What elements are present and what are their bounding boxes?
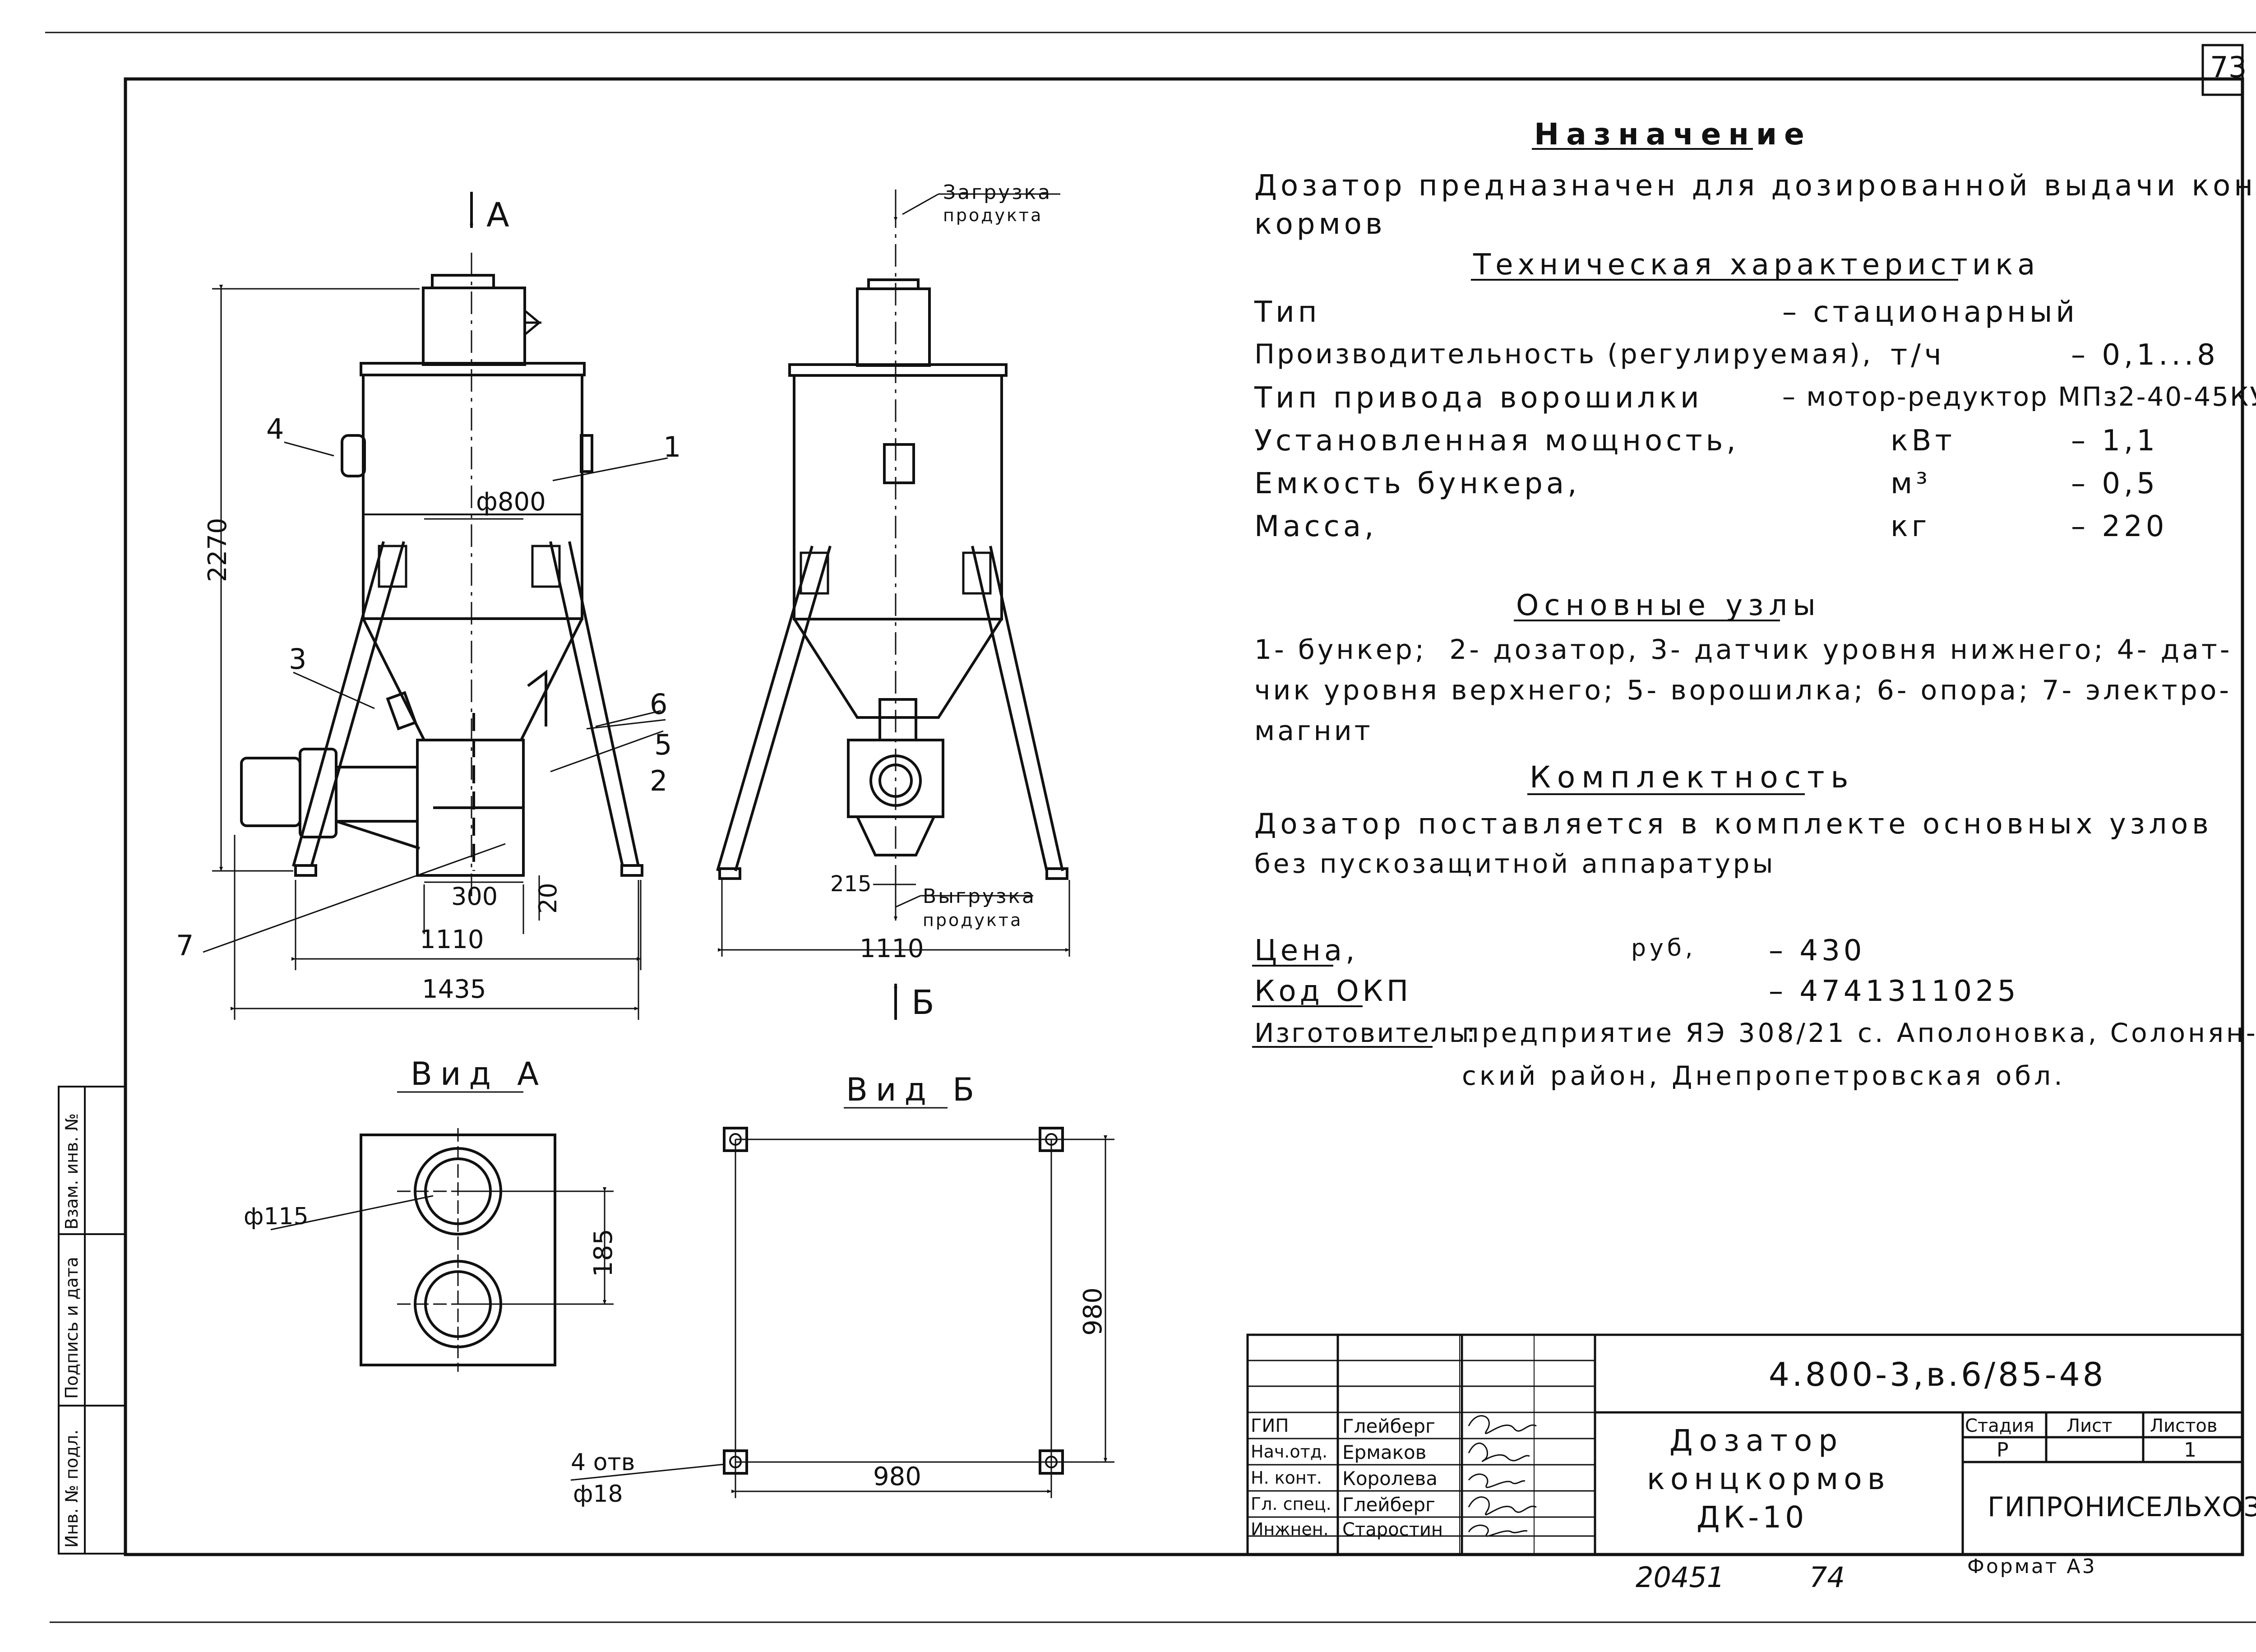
sheet-label: Лист: [2066, 1416, 2113, 1436]
view-b-980-vertical: 980: [1078, 1287, 1108, 1336]
callout-7: 7: [176, 929, 194, 962]
org-name: ГИПРОНИСЕЛЬХОЗ: [1988, 1491, 2256, 1523]
view-a-title: Вид А: [411, 1055, 547, 1092]
dim-1435: 1435: [422, 975, 486, 1004]
page-number: 73: [2210, 51, 2247, 84]
dim-215: 215: [830, 871, 872, 897]
spec-name-power: Установленная мощность,: [1254, 424, 1739, 458]
okp-label: Код ОКП: [1254, 975, 1412, 1008]
loading-label-2: продукта: [943, 205, 1043, 225]
spec-value-volume: – 0,5: [2071, 467, 2159, 500]
spec-unit-volume: м³: [1891, 467, 1931, 500]
view-a-185: 185: [589, 1229, 618, 1277]
product-line-3: ДК-10: [1697, 1500, 1808, 1535]
role-spec: Гл. спец.: [1251, 1494, 1331, 1514]
section-arrow-a: А: [486, 196, 509, 235]
name-4: Глейберг: [1342, 1494, 1436, 1516]
spec-name-volume: Емкость бункера,: [1254, 467, 1581, 500]
unloading-label-2: продукта: [923, 910, 1023, 930]
product-line-1: Дозатор: [1669, 1423, 1844, 1458]
dim-diameter: ф800: [476, 487, 546, 517]
spec-unit-mass: кг: [1891, 510, 1931, 543]
purpose-line-2: кормов: [1254, 208, 1386, 241]
sheets-value: 1: [2184, 1439, 2196, 1462]
purpose-line-1: Дозатор предназначен для дозированной вы…: [1254, 169, 2256, 203]
spec-name-capacity: Производительность (регулируемая),: [1254, 338, 1873, 370]
stage-label: Стадия: [1965, 1416, 2034, 1436]
spec-name-drive: Тип привода ворошилки: [1254, 381, 1703, 415]
spec-unit-power: кВт: [1891, 424, 1956, 458]
archive-number: 20451: [1636, 1561, 1725, 1594]
okp-value: – 4741311025: [1769, 975, 2020, 1008]
section-arrow-b: Б: [911, 983, 934, 1022]
dim-300: 300: [451, 882, 498, 911]
price-unit: руб,: [1631, 935, 1697, 962]
dim-height: 2270: [203, 518, 232, 582]
format-label: Формат А3: [1967, 1555, 2097, 1578]
spec-value-capacity: – 0,1...8: [2071, 338, 2219, 372]
dim-20: 20: [534, 883, 562, 914]
name-5: Старостин: [1342, 1519, 1443, 1540]
callout-2: 2: [650, 764, 668, 797]
nodes-line-2: чик уровня верхнего; 5- ворошилка; 6- оп…: [1254, 675, 2232, 706]
role-eng: Инжнен.: [1251, 1519, 1329, 1539]
purpose-title: Назначение: [1534, 117, 1812, 152]
sheet-number-handwritten: 74: [1809, 1561, 1845, 1594]
callout-1: 1: [663, 430, 681, 463]
title-block: [1246, 1333, 2244, 1556]
kit-line-2: без пускозащитной аппаратуры: [1254, 848, 1776, 879]
holes-diameter: ф18: [573, 1481, 623, 1508]
role-gip: ГИП: [1251, 1416, 1289, 1436]
signature-scribbles: [1468, 1415, 1537, 1537]
view-b-980-horizontal: 980: [873, 1462, 921, 1491]
name-2: Ермаков: [1342, 1441, 1427, 1463]
spec-unit-capacity: т/ч: [1891, 338, 1945, 372]
callout-5: 5: [654, 728, 672, 761]
callout-3: 3: [289, 643, 307, 676]
tech-title: Техническая характеристика: [1473, 248, 2040, 282]
spec-name-type: Тип: [1254, 296, 1321, 329]
unloading-label: Выгрузка: [923, 885, 1036, 908]
role-norm: Н. конт.: [1251, 1468, 1322, 1488]
view-b: [723, 1127, 1064, 1475]
price-value: – 430: [1769, 934, 1866, 967]
spec-value-mass: – 220: [2071, 510, 2168, 543]
stamp-signature-date: Подпись и дата: [62, 1257, 82, 1399]
nodes-title: Основные узлы: [1516, 589, 1821, 622]
spec-value-power: – 1,1: [2071, 424, 2159, 458]
side-view: [716, 205, 1068, 902]
doc-code: 4.800-3,в.6/85-48: [1769, 1356, 2106, 1393]
sheets-label: Листов: [2150, 1416, 2218, 1436]
front-view: [240, 253, 643, 898]
kit-title: Комплектность: [1530, 760, 1855, 795]
holes-count: 4 отв: [571, 1449, 635, 1476]
nodes-line-3: магнит: [1254, 715, 1373, 747]
dim-1110-right: 1110: [860, 934, 924, 963]
nodes-line-1: 1- бункер; 2- дозатор, 3- датчик уровня …: [1254, 634, 2233, 666]
role-head: Нач.отд.: [1251, 1442, 1328, 1462]
maker-line-2: ский район, Днепропетровская обл.: [1462, 1060, 2066, 1091]
stamp-vzam: Взам. инв. №: [62, 1113, 82, 1230]
spec-value-type: – стационарный: [1782, 296, 2078, 329]
name-1: Глейберг: [1342, 1415, 1436, 1437]
spec-value-drive: – мотор-редуктор МПз2-40-45КУ: [1782, 381, 2256, 412]
drawing-frame: [124, 77, 2244, 1556]
stamp-inv-podl: Инв. № подл.: [62, 1429, 82, 1548]
product-line-2: концкормов: [1647, 1462, 1891, 1496]
stage-value: Р: [1997, 1439, 2009, 1462]
view-a: [360, 1128, 556, 1372]
view-b-title: Вид Б: [846, 1071, 983, 1108]
kit-line-1: Дозатор поставляется в комплекте основны…: [1254, 807, 2213, 840]
spec-name-mass: Масса,: [1254, 510, 1378, 543]
dim-1110-left: 1110: [420, 925, 484, 954]
maker-label: Изготовитель:: [1254, 1018, 1477, 1048]
name-3: Королева: [1342, 1467, 1438, 1490]
price-label: Цена,: [1254, 934, 1359, 967]
callout-4: 4: [266, 412, 284, 445]
view-a-diameter: ф115: [244, 1203, 309, 1230]
loading-label: Загрузка: [943, 181, 1052, 204]
callout-6: 6: [650, 688, 668, 721]
maker-line-1: предприятие ЯЭ 308/21 с. Аполоновка, Сол…: [1462, 1018, 2256, 1048]
